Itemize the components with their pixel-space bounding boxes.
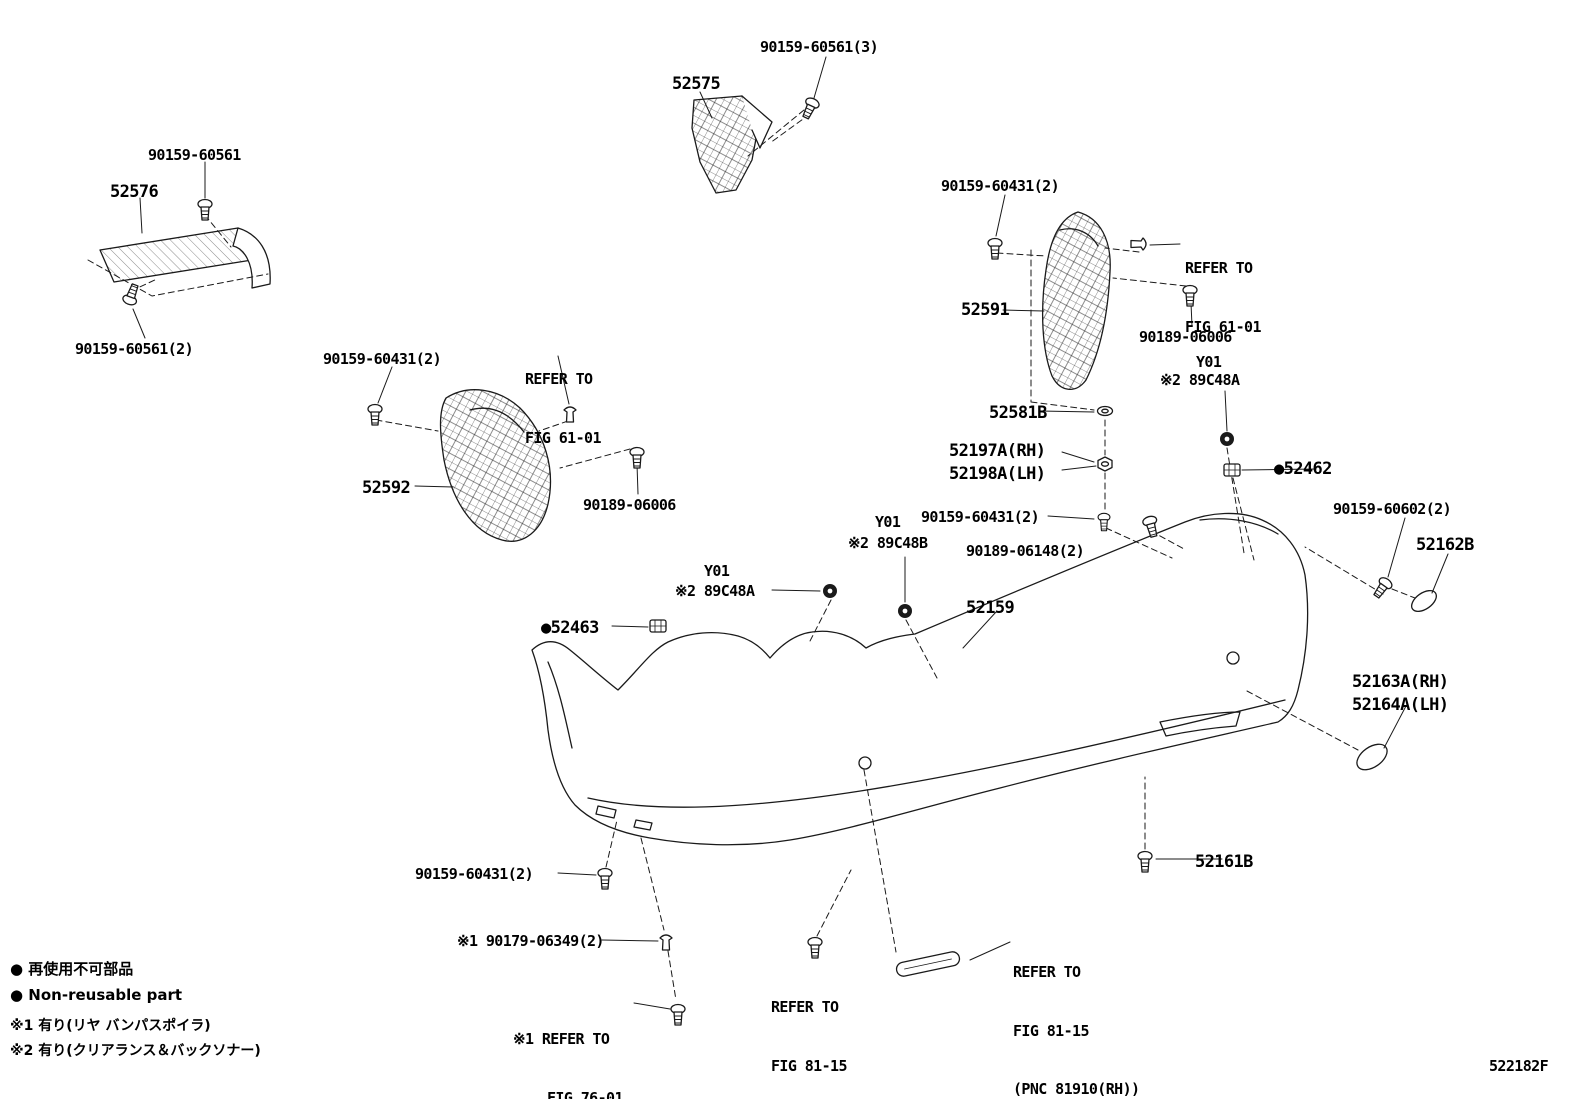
sensor-clip-icon [822, 583, 838, 599]
part-label-52164a: 52164A(LH) [1352, 695, 1449, 715]
legend-nonreusable-en: ● Non-reusable part [10, 986, 183, 1004]
grommet-icon [1096, 405, 1114, 417]
refer-note-fig61-right: REFER TO FIG 61-01 [1185, 259, 1261, 336]
part-label-y01-b: Y01 [875, 513, 901, 531]
bumper-cover-52159 [531, 512, 1309, 846]
side-support-52591 [1041, 211, 1111, 390]
clip-icon [659, 934, 673, 951]
part-label-52576: 52576 [110, 182, 159, 202]
part-label-52159: 52159 [966, 598, 1015, 618]
screw-icon [629, 446, 645, 469]
part-label-90189-06006-l: 90189-06006 [583, 496, 676, 514]
screw-icon [670, 1003, 686, 1026]
part-label-90159-60602-2: 90159-60602(2) [1333, 500, 1452, 518]
legend-note-2: ※2 有り(クリアランス＆バックソナー) [10, 1043, 261, 1059]
part-label-52163a: 52163A(RH) [1352, 672, 1449, 692]
part-label-52162b: 52162B [1416, 535, 1474, 555]
part-label-y01-c: Y01 [704, 562, 730, 580]
screw-icon [987, 237, 1003, 260]
retainer-icon [1223, 463, 1241, 477]
reflector-art [895, 951, 961, 977]
screw-icon [367, 403, 383, 426]
refer-note-fig7601: ※1 REFER TO FIG 76-01 [513, 1030, 623, 1099]
part-label-90159-60431-2-d: 90159-60431(2) [415, 865, 534, 883]
nut-icon [1097, 456, 1113, 472]
side-support-52592 [439, 389, 552, 542]
sensor-clip-icon [897, 603, 913, 619]
clip-icon [1130, 237, 1147, 251]
part-label-90159-60431-2-c: 90159-60431(2) [921, 508, 1040, 526]
leader-lines-solid [132, 56, 1449, 1010]
part-label-89c48b: ※2 89C48B [848, 534, 928, 552]
part-label-52591: 52591 [961, 300, 1010, 320]
part-label-52198a: 52198A(LH) [949, 464, 1046, 484]
part-label-52575: 52575 [672, 74, 721, 94]
part-label-90159-60561: 90159-60561 [148, 146, 241, 164]
leader-lines-dashed [130, 109, 1416, 1001]
part-label-52463: ●52463 [541, 618, 599, 638]
refer-note-fig61-left: REFER TO FIG 61-01 [525, 370, 601, 447]
bracket-52575 [691, 95, 773, 194]
part-label-90159-60561-3: 90159-60561(3) [760, 38, 879, 56]
screw-icon [120, 281, 143, 308]
part-label-90159-60561-2: 90159-60561(2) [75, 340, 194, 358]
part-label-89c48a-r: ※2 89C48A [1160, 371, 1240, 389]
screw-icon [1097, 512, 1111, 532]
part-label-y01-a: Y01 [1196, 353, 1222, 371]
refer-note-fig8115-right: REFER TO FIG 81-15 (PNC 81910(RH)) (PNC … [1013, 963, 1140, 1098]
hole-cover-52162b [1410, 589, 1438, 613]
legend-note-1: ※1 有り(リヤ バンパスポイラ) [10, 1018, 211, 1034]
retainer-icon [649, 619, 667, 633]
part-label-90159-60431-2-a: 90159-60431(2) [941, 177, 1060, 195]
legend-nonreusable-jp: ● 再使用不可部品 [10, 960, 134, 978]
screw-icon [597, 867, 613, 890]
hole-cover-52163a [1356, 743, 1388, 771]
screw-icon [197, 198, 213, 221]
part-label-52161b: 52161B [1195, 852, 1253, 872]
part-label-90189-06148-2: 90189-06148(2) [966, 542, 1085, 560]
figure-code: 522182F [1489, 1057, 1549, 1075]
screw-icon [1370, 574, 1395, 601]
sensor-clip-icon [1219, 431, 1235, 447]
part-label-52581b: 52581B [989, 403, 1047, 423]
bolt-icon [807, 936, 823, 959]
part-label-90159-60431-2-b: 90159-60431(2) [323, 350, 442, 368]
part-label-52462: ●52462 [1274, 459, 1332, 479]
part-label-52592: 52592 [362, 478, 411, 498]
part-label-52197a: 52197A(RH) [949, 441, 1046, 461]
part-label-90189-06006-r: 90189-06006 [1139, 328, 1232, 346]
bracket-52576 [87, 227, 271, 297]
part-label-90179-06349-2: ※1 90179-06349(2) [457, 932, 604, 950]
screw-icon [798, 95, 822, 122]
part-label-89c48a-c: ※2 89C48A [675, 582, 755, 600]
screw-icon [1137, 850, 1153, 873]
refer-note-fig8115-left: REFER TO FIG 81-15 [771, 998, 847, 1075]
